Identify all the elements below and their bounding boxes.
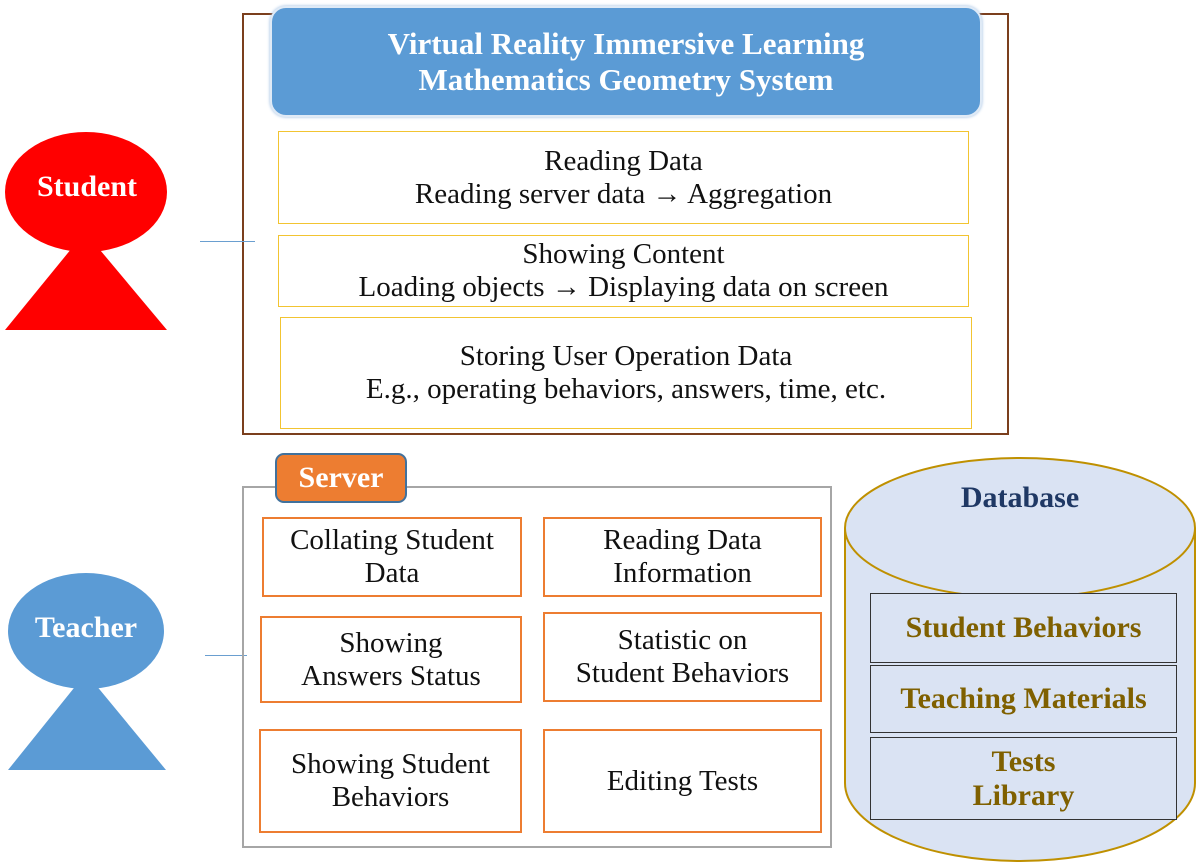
function-line: Data [364, 557, 420, 589]
module-detail: E.g., operating behaviors, answers, time… [365, 373, 887, 405]
function-line: Collating Student [290, 524, 494, 556]
db-store-tests-library: Tests Library [870, 737, 1177, 820]
server-label: Server [275, 453, 407, 503]
server-function-reading: Reading Data Information [543, 517, 822, 597]
function-line: Reading Data [603, 524, 762, 556]
store-line: Student Behaviors [905, 611, 1142, 644]
title-line-1: Virtual Reality Immersive Learning [387, 25, 865, 61]
module-storing-data: Storing User Operation Data E.g., operat… [280, 317, 972, 429]
server-function-editing-tests: Editing Tests [543, 729, 822, 833]
store-line: Tests [991, 744, 1056, 778]
function-line: Showing [339, 626, 443, 659]
student-actor: Student [2, 132, 172, 347]
function-line: Answers Status [301, 659, 481, 692]
server-frame [242, 486, 832, 848]
vr-system-title: Virtual Reality Immersive Learning Mathe… [270, 6, 982, 117]
database-label: Database [960, 481, 1080, 514]
function-line: Statistic on [617, 624, 748, 656]
student-label: Student [36, 170, 138, 203]
module-title: Reading Data [544, 144, 703, 177]
person-icon [8, 573, 166, 770]
function-line: Information [613, 557, 752, 589]
module-title: Storing User Operation Data [459, 340, 793, 372]
function-line: Editing Tests [606, 764, 759, 797]
server-function-collating: Collating Student Data [262, 517, 522, 597]
module-title: Showing Content [522, 238, 725, 270]
module-detail: Loading objects → Displaying data on scr… [358, 271, 889, 303]
server-function-answers-status: Showing Answers Status [260, 616, 522, 703]
module-detail: Reading server data → Aggregation [414, 177, 833, 210]
teacher-connector [205, 655, 247, 656]
store-line: Teaching Materials [900, 682, 1147, 715]
function-line: Student Behaviors [575, 657, 790, 689]
module-reading-data: Reading Data Reading server data → Aggre… [278, 131, 969, 224]
student-connector [200, 241, 255, 242]
db-store-student-behaviors: Student Behaviors [870, 593, 1177, 663]
db-store-teaching-materials: Teaching Materials [870, 665, 1177, 733]
store-line: Library [972, 778, 1075, 812]
teacher-label: Teacher [34, 611, 138, 644]
function-line: Showing Student [291, 748, 490, 780]
server-function-statistic: Statistic on Student Behaviors [543, 612, 822, 702]
teacher-actor: Teacher [6, 573, 176, 788]
person-icon [5, 132, 167, 330]
function-line: Behaviors [331, 781, 450, 813]
title-line-2: Mathematics Geometry System [418, 61, 834, 97]
server-function-showing-behaviors: Showing Student Behaviors [259, 729, 522, 833]
module-showing-content: Showing Content Loading objects → Displa… [278, 235, 969, 307]
